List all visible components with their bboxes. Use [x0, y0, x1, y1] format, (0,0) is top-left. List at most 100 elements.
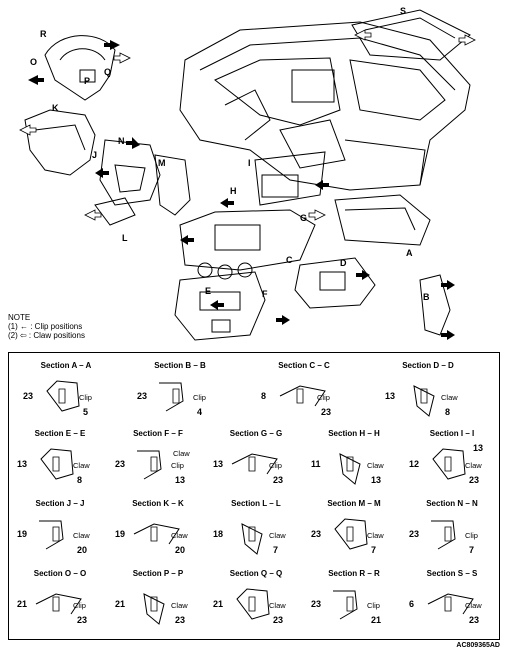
center-panel — [179, 209, 316, 271]
callout-F: F — [262, 289, 268, 299]
fastener-label: Claw — [465, 601, 482, 610]
callout-P: P — [84, 76, 91, 86]
center-bezel-I — [254, 151, 326, 206]
section-title: Section P – P — [132, 569, 184, 578]
fastener-label: Clip — [73, 601, 86, 610]
section-schematic — [231, 453, 278, 475]
part-number: 7 — [273, 545, 279, 555]
section-schematic — [279, 385, 326, 407]
lower-cover-right — [294, 257, 376, 309]
part-number: 23 — [469, 475, 480, 485]
section-title: Section G – G — [229, 429, 283, 438]
part-number: 13 — [371, 475, 382, 485]
section-schematic — [39, 520, 64, 550]
section-schematic — [35, 593, 82, 615]
fastener-label: Clip — [193, 393, 206, 402]
fastener-label: Claw — [269, 531, 286, 540]
fastener-label: Claw — [367, 461, 384, 470]
section-schematic — [46, 380, 80, 412]
callout-H: H — [230, 186, 237, 196]
part-number: 23 — [311, 529, 322, 539]
glove-box-frame — [334, 194, 431, 246]
section-schematic — [40, 448, 74, 480]
callout-O: O — [30, 57, 38, 67]
section-title: Section J – J — [35, 499, 85, 508]
section-title: Section E – E — [34, 429, 86, 438]
fastener-label: Clip — [79, 393, 92, 402]
part-number: 23 — [77, 615, 88, 625]
fastener-label: Claw — [441, 393, 458, 402]
fastener-label: Claw — [173, 449, 190, 458]
callout-M: M — [158, 158, 166, 168]
fastener-label: Claw — [269, 601, 286, 610]
fastener-label: Claw — [465, 461, 482, 470]
bracket-L — [94, 197, 136, 226]
part-number: 21 — [17, 599, 28, 609]
fastener-label: Clip — [465, 531, 478, 540]
callout-B: B — [423, 292, 430, 302]
part-number: 20 — [77, 545, 88, 555]
instrument-panel-outline — [179, 21, 471, 191]
callout-A: A — [406, 248, 413, 258]
section-schematic — [236, 588, 270, 620]
fastener-label: Clip — [317, 393, 330, 402]
part-number: 11 — [311, 459, 321, 469]
section-title: Section A – A — [40, 361, 92, 370]
part-number: 8 — [77, 475, 83, 485]
section-schematic — [241, 523, 263, 555]
part-number: 23 — [137, 391, 148, 401]
callout-I: I — [248, 158, 251, 168]
section-schematic — [334, 518, 368, 550]
callout-C: C — [286, 255, 293, 265]
callout-S: S — [400, 6, 407, 16]
note-legend: NOTE (1) ← : Clip positions (2) ⇦ : Claw… — [8, 313, 85, 340]
part-number: 21 — [213, 599, 224, 609]
part-number: 7 — [469, 545, 475, 555]
part-number: 12 — [409, 459, 420, 469]
section-schematic — [413, 385, 435, 417]
part-number: 23 — [115, 459, 126, 469]
part-number: 23 — [273, 615, 284, 625]
callout-L: L — [122, 233, 128, 243]
section-schematic — [133, 523, 180, 545]
fastener-label: Claw — [171, 531, 188, 540]
callout-D: D — [340, 258, 347, 268]
section-title: Section D – D — [402, 361, 454, 370]
part-number: 20 — [175, 545, 186, 555]
section-schematic — [333, 590, 358, 620]
part-number: 23 — [273, 475, 284, 485]
fastener-label: Claw — [73, 461, 90, 470]
fastener-label: Claw — [73, 531, 90, 540]
fastener-label: Clip — [171, 461, 184, 470]
side-cover-B — [419, 274, 451, 336]
section-schematic — [143, 593, 165, 625]
callout-J: J — [92, 150, 98, 160]
section-schematic — [159, 382, 184, 412]
part-number: 13 — [213, 459, 224, 469]
meter-hood — [44, 35, 116, 101]
section-title: Section L – L — [231, 499, 281, 508]
part-number: 7 — [371, 545, 377, 555]
section-schematic — [431, 520, 456, 550]
part-number: 23 — [469, 615, 480, 625]
callout-R: R — [40, 29, 47, 39]
callout-Q: Q — [104, 67, 112, 77]
fastener-label: Clip — [367, 601, 380, 610]
callout-N: N — [118, 136, 125, 146]
fastener-label: Claw — [367, 531, 384, 540]
section-schematic — [339, 453, 361, 485]
section-schematic — [137, 450, 162, 480]
part-number: 23 — [321, 407, 332, 417]
